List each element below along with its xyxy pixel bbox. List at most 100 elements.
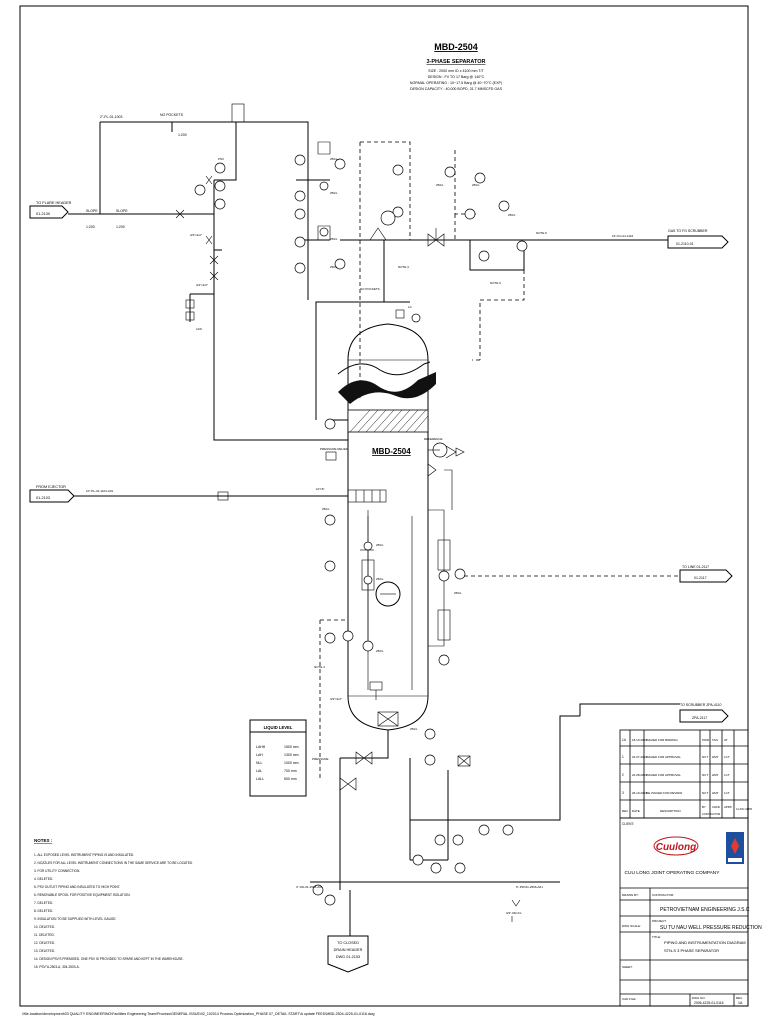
to-scrubber-ref: ZPA-2117 [692, 716, 707, 720]
pvn-logo-icon [726, 832, 744, 864]
dwg-no: 2006-4225-01-0116 [694, 1001, 724, 1005]
svg-text:3. FOR UTILITY CONNECTION.: 3. FOR UTILITY CONNECTION. [34, 869, 80, 873]
spec-line-2: DESIGN : FV TO 17 Barg @ 140°C [428, 75, 485, 79]
svg-text:2"-FL-01-1003: 2"-FL-01-1003 [100, 115, 123, 119]
gas-to-fg-offpage: GAS TO FG SCRUBBER 01-2110-01 16"-FG-01-… [612, 229, 729, 249]
svg-text:7. DELETED.: 7. DELETED. [34, 901, 53, 905]
title-line-2: STN-S 3 PHASE SEPARATOR [664, 948, 719, 953]
gas-to-fg-label: GAS TO FG SCRUBBER [668, 229, 708, 233]
client-logo-text: Cuulong [656, 842, 697, 853]
svg-text:01.07.2019: 01.07.2019 [632, 755, 647, 759]
contractor-label: CONTRACTOR: [652, 893, 674, 897]
svg-text:LAHH: LAHH [256, 745, 266, 749]
svg-text:AT: AT [724, 738, 728, 742]
svg-text:APPR: APPR [724, 805, 732, 809]
vessel-nozzles: PRESSURE RELIEF REFERENCE [320, 418, 465, 510]
svg-text:6. REMOVABLE SPOOL FOR POSITIV: 6. REMOVABLE SPOOL FOR POSITIVE EQUIPMEN… [34, 893, 131, 897]
title-label: TITLE: [652, 935, 661, 939]
svg-text:LCT: LCT [724, 773, 730, 777]
svg-text:PWD: PWD [702, 738, 710, 742]
liquid-level-title: LIQUID LEVEL [264, 725, 293, 730]
slope-value-3: 1:200 [178, 133, 187, 137]
svg-text:2504-: 2504- [376, 649, 384, 653]
dwg-scale-label: DWG SCALE: [622, 924, 641, 928]
svg-text:2504-: 2504- [330, 265, 338, 269]
svg-text:12. DELETED.: 12. DELETED. [34, 941, 55, 945]
title-line-1: PIPING AND INSTRUMENTATION DIAGRAM [664, 940, 746, 945]
svg-text:26.10.2019: 26.10.2019 [632, 791, 647, 795]
svg-text:REV: REV [622, 809, 628, 813]
notes-block: NOTES : 1. ALL EXPOSED LEVEL INSTRUMENT … [34, 838, 193, 969]
svg-text:1: 1 [622, 755, 624, 759]
footer-file-path: \\file-location\development\03 QUALITY E… [22, 1012, 374, 1016]
svg-text:1300 mm: 1300 mm [284, 753, 299, 757]
svg-text:REFERENCE: REFERENCE [424, 437, 443, 441]
svg-text:16"-FG-01-1116: 16"-FG-01-1116 [612, 234, 633, 238]
svg-text:10"-PL-01-1104-A01: 10"-PL-01-1104-A01 [86, 489, 114, 493]
svg-text:NOTE 4: NOTE 4 [398, 265, 409, 269]
slope-label: SLOPE [86, 209, 98, 213]
svg-text:1A: 1A [622, 738, 627, 742]
svg-text:9. INSULATION TO BE SUPPLIED W: 9. INSULATION TO BE SUPPLIED WITH LEVEL … [34, 917, 117, 921]
svg-text:BY: BY [702, 805, 706, 809]
cuulong-logo: Cuulong [653, 836, 699, 856]
svg-text:NCT: NCT [702, 773, 708, 777]
svg-text:NO POCKETS: NO POCKETS [360, 287, 380, 291]
svg-text:10"x6": 10"x6" [316, 487, 325, 491]
equipment-tag-title: MBD-2504 [434, 42, 478, 52]
svg-text:PSV: PSV [218, 157, 224, 161]
svg-text:700 mm: 700 mm [284, 769, 297, 773]
flare-header-label: TO FLARE HEADER [36, 201, 72, 205]
slope-label-2: SLOPE [116, 209, 128, 213]
svg-text:18.10.2019: 18.10.2019 [632, 738, 647, 742]
svg-text:RE-ISSUED FOR REVIEW: RE-ISSUED FOR REVIEW [646, 791, 682, 795]
svg-text:LAL: LAL [256, 769, 262, 773]
from-ejector-label: FROM EJECTOR [36, 485, 66, 489]
svg-text:PRESSURE RELIEF: PRESSURE RELIEF [320, 447, 348, 451]
to-scrubber-offpage: TO SCRUBBER ZPA-4110 ZPA-2117 [679, 703, 729, 723]
svg-text:NOTE 6: NOTE 6 [490, 281, 501, 285]
svg-text:3: 3 [622, 791, 624, 795]
svg-text:PRESSURE: PRESSURE [312, 757, 329, 761]
gas-outlet-piping: 2504- 2504- 2504- NOTE 6 NOTE 6 NOTE 4 N… [315, 141, 668, 420]
spec-line-4: DESIGN CAPACITY : 40,000 BOPD, 31.7 MMSC… [410, 87, 503, 91]
svg-text:CONTRACTOR: CONTRACTOR [702, 812, 720, 816]
svg-text:DESCRIPTION: DESCRIPTION [660, 809, 681, 813]
project-name: SU TU NAU WELL PRESSURE REDUCTION [660, 925, 762, 931]
closed-drain-line-2: DRAIN HEADER [334, 948, 363, 952]
svg-text:11. DELETED.: 11. DELETED. [34, 933, 55, 937]
spec-line-3: NORMAL OPERATING : 10~17.5 Barg @ 40~70°… [410, 81, 502, 85]
vessel-tag: MBD-2504 [372, 447, 411, 456]
svg-text:3"-OD-01-2506-A01: 3"-OD-01-2506-A01 [296, 885, 323, 889]
svg-text:LDS: LDS [196, 327, 202, 331]
svg-text:2504-: 2504- [330, 237, 338, 241]
svg-text:DATE: DATE [632, 809, 640, 813]
inlet-piping: 10"-PL-01-1104-A01 10"x6" 2504- FROM EJE… [29, 485, 348, 526]
svg-text:ISSUED FOR APPROVAL: ISSUED FOR APPROVAL [646, 755, 681, 759]
cad-file-label: CAD FILE: [622, 997, 637, 1001]
level-instruments: 2504- 2504- 2504- NOTE 4 3/4"x1/2" 2504- [314, 509, 680, 780]
svg-text:NLL: NLL [256, 761, 262, 765]
svg-text:LC: LC [408, 305, 413, 309]
rev-value: 1A [738, 1001, 743, 1005]
svg-text:2504-: 2504- [376, 577, 384, 581]
separator-vessel[interactable]: MBD-2504 [337, 323, 436, 731]
svg-text:1000 mm: 1000 mm [284, 761, 299, 765]
svg-text:NOTE 4: NOTE 4 [314, 665, 325, 669]
equipment-name: 3-PHASE SEPARATOR [427, 59, 486, 65]
svg-text:22.08.2019: 22.08.2019 [632, 773, 647, 777]
svg-text:LCT: LCT [724, 755, 730, 759]
svg-text:NCT: NCT [702, 791, 708, 795]
client-label: CLIENT: [622, 822, 634, 826]
svg-text:3/4"x1/2": 3/4"x1/2" [190, 233, 202, 237]
svg-text:ISSUED FOR BIDDING: ISSUED FOR BIDDING [646, 738, 678, 742]
svg-text:2504-: 2504- [330, 191, 338, 195]
svg-text:1. ALL EXPOSED LEVEL INSTRUMEN: 1. ALL EXPOSED LEVEL INSTRUMENT PIPING I… [34, 853, 134, 857]
svg-text:CHKD: CHKD [712, 805, 720, 809]
from-ejector-ref: 01-2103 [36, 496, 50, 500]
slope-value: 1:200 [86, 225, 95, 229]
svg-text:LALL: LALL [256, 777, 264, 781]
svg-text:2504-: 2504- [330, 157, 338, 161]
